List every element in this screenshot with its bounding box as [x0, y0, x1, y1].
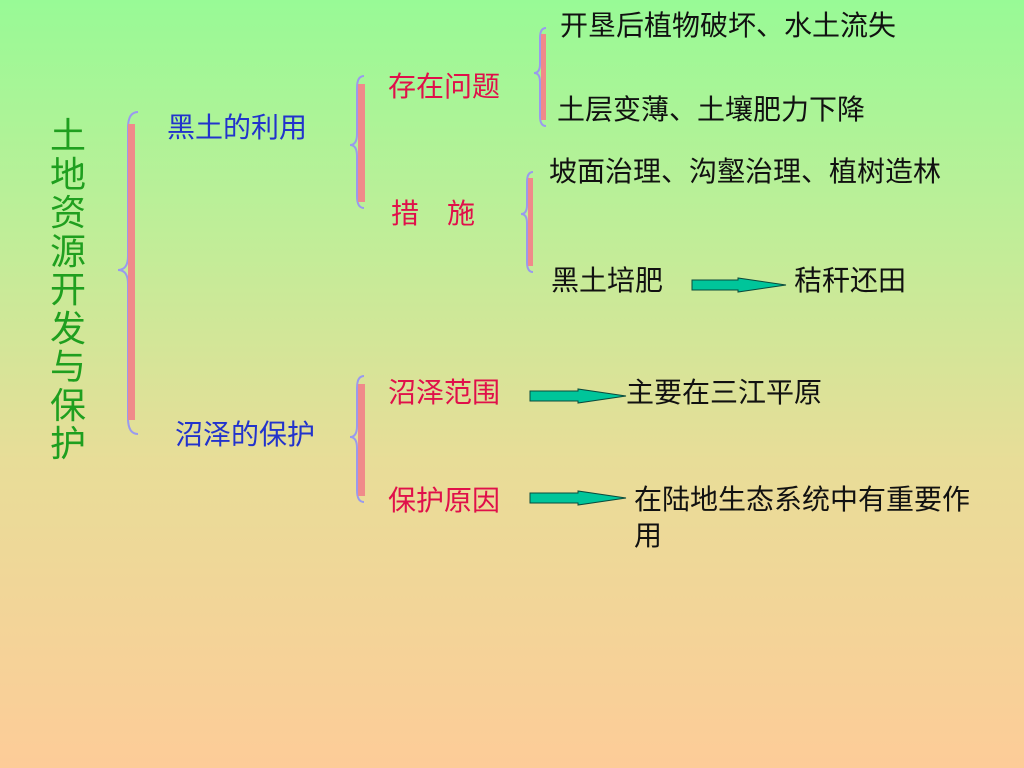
leaf-measure-2-result: 秸秆还田 — [794, 264, 907, 297]
node-range: 沼泽范围 — [388, 376, 501, 409]
brace-heitu — [349, 75, 365, 209]
brace-root — [117, 111, 139, 435]
node-measures: 措 施 — [391, 197, 476, 230]
arrow-reason — [529, 490, 627, 506]
leaf-reason-result: 在陆地生态系统中有重要作用 — [634, 483, 971, 552]
leaf-problem-2: 土层变薄、土壤肥力下降 — [557, 93, 866, 126]
arrow-heitu-peifei — [691, 277, 787, 293]
node-zaoze: 沼泽的保护 — [175, 418, 316, 451]
arrow-range — [529, 388, 627, 404]
node-problem: 存在问题 — [388, 70, 501, 103]
leaf-measure-2: 黑土培肥 — [551, 264, 664, 297]
leaf-problem-1: 开垦后植物破坏、水土流失 — [560, 9, 897, 42]
root-node: 土地资源开发与保护 — [48, 116, 88, 465]
node-heitu: 黑土的利用 — [167, 111, 308, 144]
root-label: 土地资源开发与保护 — [49, 116, 86, 465]
brace-measures — [520, 171, 534, 273]
brace-zaoze — [349, 375, 365, 503]
leaf-range-result: 主要在三江平原 — [626, 376, 823, 409]
node-reason: 保护原因 — [388, 484, 501, 517]
brace-problem — [533, 27, 547, 127]
leaf-measure-1: 坡面治理、沟壑治理、植树造林 — [549, 155, 942, 188]
